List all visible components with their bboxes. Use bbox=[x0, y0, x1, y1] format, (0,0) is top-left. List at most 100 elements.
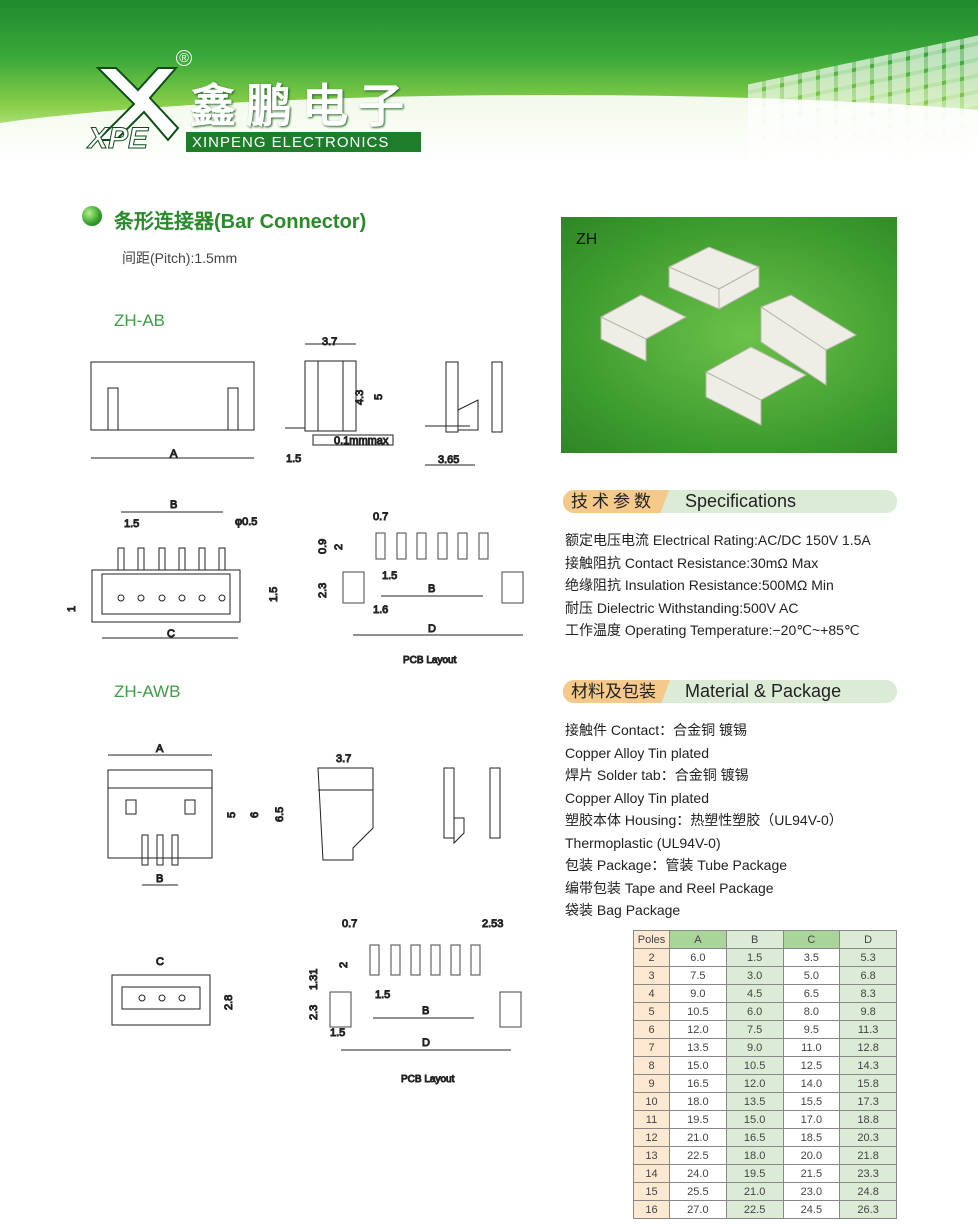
dim-3-65: 3.65 bbox=[438, 454, 459, 466]
table-cell: 12.8 bbox=[839, 1038, 897, 1057]
spec-line: 耐压 Dielectric Withstanding:500V AC bbox=[565, 599, 799, 616]
col-header: B bbox=[725, 930, 784, 949]
material-line: 包装 Package：管装 Tube Package bbox=[565, 857, 788, 873]
table-cell: 21.0 bbox=[669, 1128, 727, 1147]
material-line: 焊片 Solder tab：合金铜 镀锡 bbox=[565, 767, 749, 783]
pcb-2: 2 bbox=[333, 544, 345, 550]
table-cell: 20.0 bbox=[782, 1146, 841, 1165]
awb-pcb-0-7: 0.7 bbox=[342, 918, 357, 930]
table-cell: 11.0 bbox=[782, 1038, 841, 1057]
table-cell: 9.0 bbox=[669, 984, 727, 1003]
awb-pcb-b: B bbox=[422, 1005, 429, 1017]
table-cell: 6.0 bbox=[669, 948, 727, 967]
table-cell: 18.8 bbox=[839, 1110, 897, 1129]
table-cell: 26.3 bbox=[839, 1200, 897, 1219]
pcb-b: B bbox=[428, 583, 435, 595]
table-cell: 15.5 bbox=[782, 1092, 841, 1111]
table-cell: 5 bbox=[633, 1002, 670, 1021]
table-cell: 11 bbox=[633, 1110, 670, 1129]
pcb-d: D bbox=[428, 623, 436, 635]
table-cell: 19.5 bbox=[669, 1110, 727, 1129]
registered-mark: ® bbox=[176, 50, 192, 66]
table-cell: 11.3 bbox=[839, 1020, 897, 1039]
specs-list: 额定电压电流 Electrical Rating:AC/DC 150V 1.5A… bbox=[565, 529, 871, 642]
table-cell: 14 bbox=[633, 1164, 670, 1183]
spec-line: 额定电压电流 Electrical Rating:AC/DC 150V 1.5A bbox=[565, 532, 871, 548]
pitch-text: 间距(Pitch):1.5mm bbox=[122, 250, 238, 266]
table-cell: 16 bbox=[633, 1200, 670, 1219]
table-cell: 12.0 bbox=[725, 1074, 784, 1093]
table-cell: 17.0 bbox=[782, 1110, 841, 1129]
awb-dim-6-5: 6.5 bbox=[274, 807, 286, 822]
table-cell: 8.0 bbox=[782, 1002, 841, 1021]
pcb-1-6: 1.6 bbox=[373, 604, 388, 616]
table-cell: 22.5 bbox=[725, 1200, 784, 1219]
table-cell: 3.0 bbox=[725, 966, 784, 985]
awb-dim-b: B bbox=[156, 873, 163, 885]
material-line: 塑胶本体 Housing：热塑性塑胶（UL94V-0） bbox=[565, 812, 843, 828]
table-cell: 8.3 bbox=[839, 984, 897, 1003]
table-cell: 7.5 bbox=[669, 966, 727, 985]
xpe-logo-icon bbox=[95, 67, 180, 142]
table-cell: 16.5 bbox=[669, 1074, 727, 1093]
table-cell: 6.8 bbox=[839, 966, 897, 985]
spec-line: 绝缘阻抗 Insulation Resistance:500MΩ Min bbox=[565, 577, 834, 593]
material-line: 接触件 Contact：合金铜 镀锡 bbox=[565, 722, 748, 738]
specs-title-cn: 技术参数 bbox=[563, 490, 669, 513]
table-cell: 9 bbox=[633, 1074, 670, 1093]
photo-label: ZH bbox=[576, 231, 598, 248]
table-cell: 13 bbox=[633, 1146, 670, 1165]
dim-phi-0-5: φ0.5 bbox=[235, 516, 257, 528]
table-cell: 23.0 bbox=[782, 1182, 841, 1201]
table-cell: 12 bbox=[633, 1128, 670, 1147]
table-cell: 20.3 bbox=[839, 1128, 897, 1147]
material-line: Thermoplastic (UL94V-0) bbox=[565, 834, 721, 851]
model-zh-ab: ZH-AB bbox=[114, 311, 165, 330]
table-cell: 10.5 bbox=[669, 1002, 727, 1021]
table-cell: 24.0 bbox=[669, 1164, 727, 1183]
table-cell: 21.0 bbox=[725, 1182, 784, 1201]
awb-pcb-d15: 1.5 bbox=[330, 1027, 345, 1039]
connector-photo-icon bbox=[599, 246, 858, 426]
table-cell: 4 bbox=[633, 984, 670, 1003]
col-header: A bbox=[669, 930, 727, 949]
table-cell: 9.5 bbox=[782, 1020, 841, 1039]
table-cell: 22.5 bbox=[669, 1146, 727, 1165]
material-list: 接触件 Contact：合金铜 镀锡 Copper Alloy Tin plat… bbox=[565, 719, 843, 922]
col-header: C bbox=[782, 930, 841, 949]
table-cell: 9.0 bbox=[725, 1038, 784, 1057]
table-cell: 5.0 bbox=[782, 966, 841, 985]
material-line: 编带包装 Tape and Reel Package bbox=[565, 879, 774, 896]
awb-dim-3-7: 3.7 bbox=[336, 753, 351, 765]
table-cell: 27.0 bbox=[669, 1200, 727, 1219]
dim-1: 1 bbox=[66, 606, 78, 612]
table-cell: 7 bbox=[633, 1038, 670, 1057]
brand-name-cn: 鑫鹏电子 bbox=[190, 79, 414, 133]
table-cell: 18.5 bbox=[782, 1128, 841, 1147]
product-photo bbox=[561, 217, 897, 453]
material-header: 材料及包装 Material & Package bbox=[563, 680, 897, 703]
material-title-en: Material & Package bbox=[685, 681, 842, 701]
awb-dim-2-8: 2.8 bbox=[223, 995, 235, 1010]
tolerance: 0.1mmmax bbox=[334, 435, 389, 447]
awb-dim-5: 5 bbox=[226, 812, 238, 818]
specs-header: 技术参数 Specifications bbox=[563, 490, 897, 513]
table-cell: 19.5 bbox=[725, 1164, 784, 1183]
awb-pcb-d: D bbox=[422, 1037, 430, 1049]
table-cell: 14.0 bbox=[782, 1074, 841, 1093]
table-cell: 6.5 bbox=[782, 984, 841, 1003]
table-cell: 17.3 bbox=[839, 1092, 897, 1111]
pcb-layout-label: PCB Layout bbox=[403, 655, 457, 666]
spec-line: 工作温度 Operating Temperature:−20℃~+85℃ bbox=[565, 622, 860, 638]
awb-pcb-2-53: 2.53 bbox=[482, 918, 503, 930]
